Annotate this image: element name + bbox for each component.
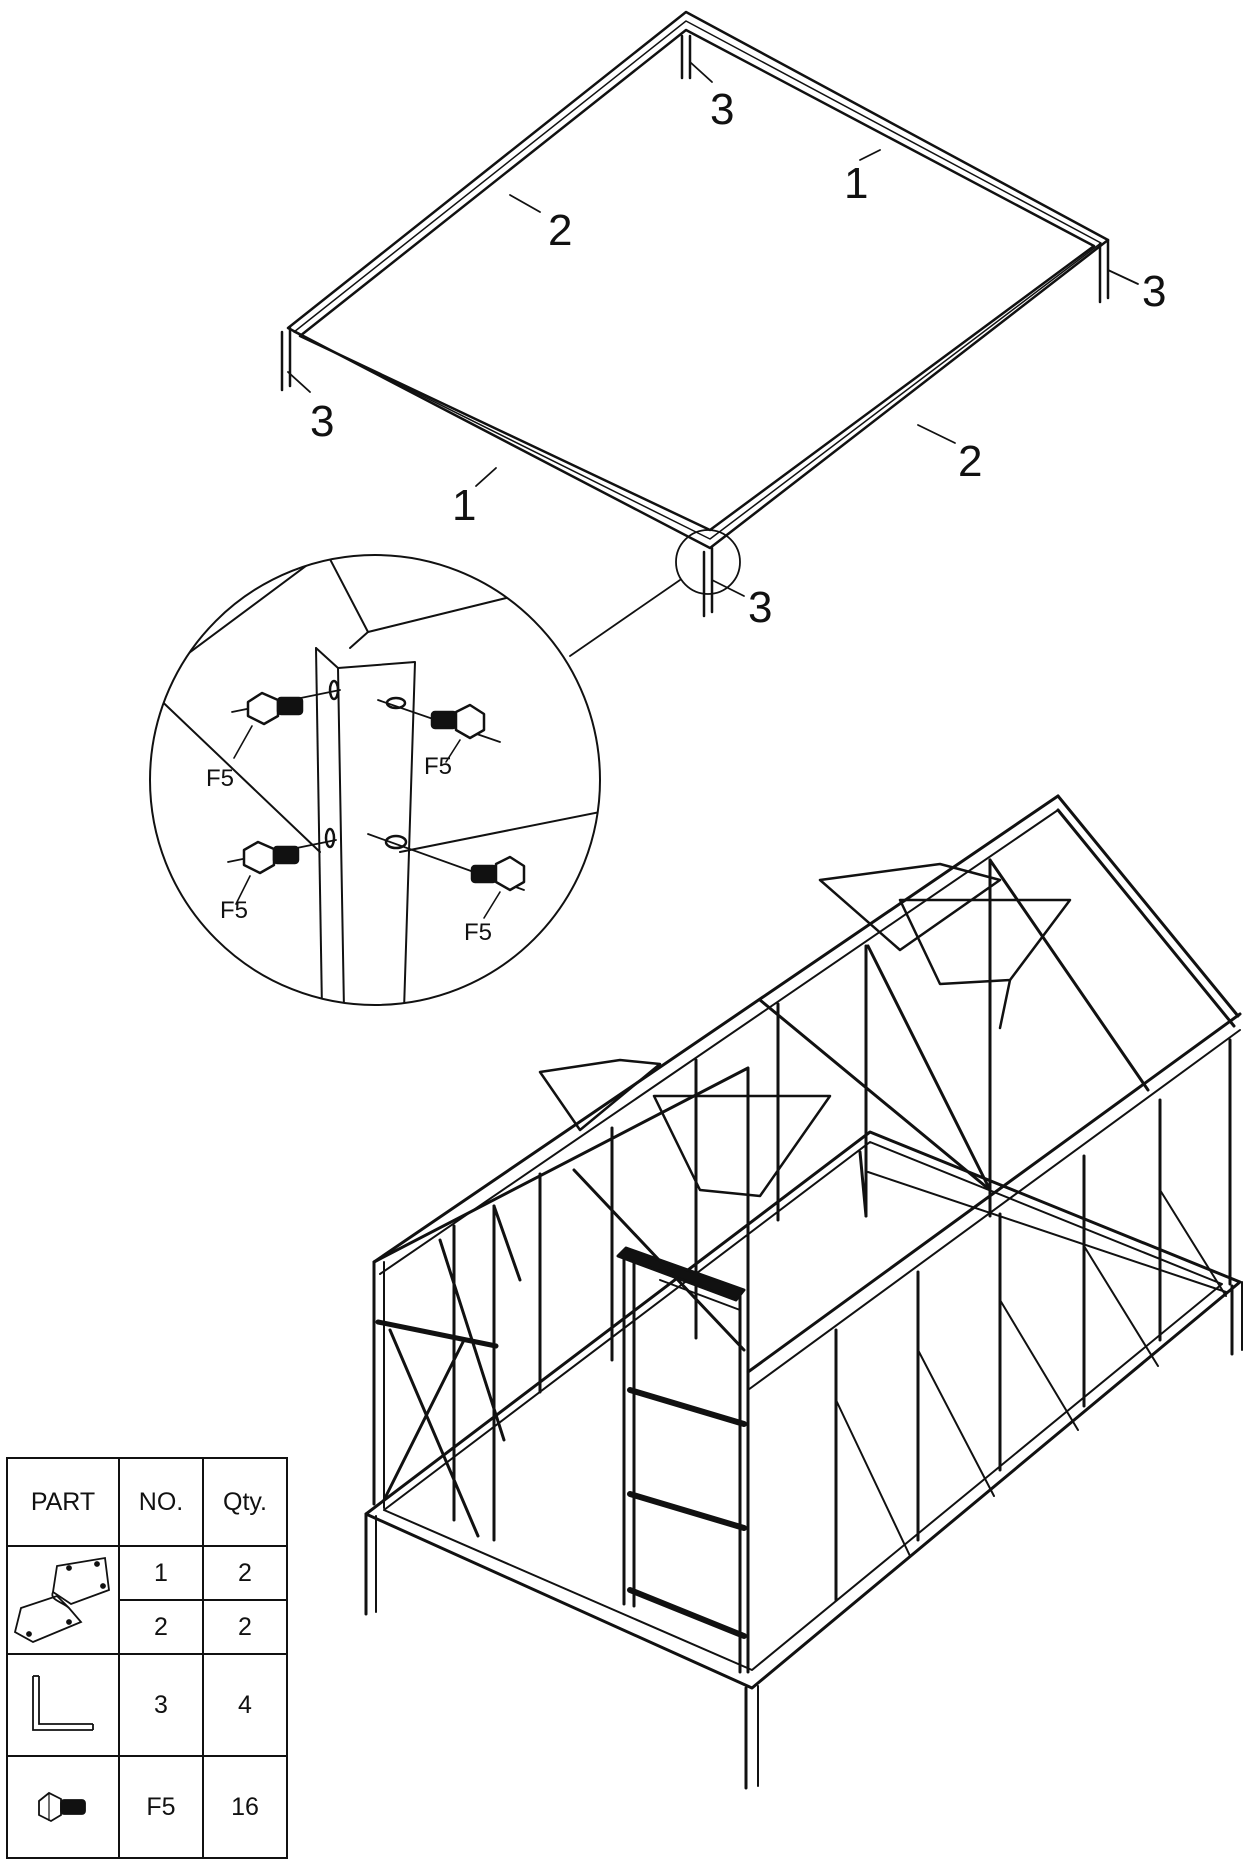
bolt-label: F5	[424, 753, 452, 780]
callout-3-left: 3	[310, 397, 334, 446]
header-part: PART	[6, 1457, 120, 1547]
corner-post-right	[1098, 238, 1110, 304]
part-no: 3	[118, 1653, 204, 1757]
table-row: F5 16	[6, 1755, 288, 1859]
part-qty: 2	[202, 1545, 288, 1601]
part-no: F5	[118, 1755, 204, 1859]
part-icon-cell	[6, 1653, 120, 1757]
header-qty: Qty.	[202, 1457, 288, 1547]
part-icon-cell	[6, 1755, 120, 1859]
base-frame-callouts: 3 1 2 3 3 2 1 3	[310, 85, 1166, 632]
bolt-upper-right	[377, 696, 501, 743]
corner-post-left	[280, 326, 292, 392]
base-beam-icon	[13, 1556, 110, 1643]
bolt-lower-right	[367, 833, 526, 892]
bolt-label: F5	[464, 919, 492, 946]
part-no: 1	[118, 1545, 204, 1601]
assembly-drawing: 3 1 2 3 3 2 1 3	[149, 10, 1243, 1790]
greenhouse-illustration	[364, 794, 1243, 1790]
callout-3-right: 3	[1142, 267, 1166, 316]
callout-3-front: 3	[748, 583, 772, 632]
detail-magnifier	[149, 554, 601, 1006]
part-qty: 2	[202, 1599, 288, 1655]
roof-vent-back	[818, 862, 1072, 1030]
bolt-label: F5	[206, 765, 234, 792]
bolt-upper-left	[231, 679, 341, 726]
table-row: 2 2	[7, 1599, 288, 1655]
callout-1-front: 1	[452, 481, 476, 530]
callout-3-back: 3	[710, 85, 734, 134]
bolt-lower-left	[227, 827, 337, 875]
callout-1-back: 1	[844, 159, 868, 208]
part-no: 2	[118, 1599, 204, 1655]
corner-post-front	[702, 546, 714, 618]
table-header-row: PART NO. Qty.	[6, 1457, 288, 1547]
part-qty: 4	[202, 1653, 288, 1757]
bolt-icon	[38, 1791, 86, 1823]
base-frame	[280, 10, 1139, 657]
bolt-label: F5	[220, 897, 248, 924]
angle-bracket-icon	[32, 1675, 94, 1731]
parts-table: PART NO. Qty. 1 2 2 2	[6, 1457, 288, 1859]
corner-post-back	[680, 34, 692, 80]
part-icon-cell	[6, 1545, 120, 1655]
detail-bolt-labels: F5 F5 F5 F5	[206, 753, 492, 946]
header-no: NO.	[118, 1457, 204, 1547]
roof-vent-front	[538, 1058, 832, 1198]
table-row: 1 2	[6, 1545, 288, 1655]
table-row: 3 4	[6, 1653, 288, 1757]
callout-2-right: 2	[958, 437, 982, 486]
callout-2-left: 2	[548, 206, 572, 255]
part-qty: 16	[202, 1755, 288, 1859]
